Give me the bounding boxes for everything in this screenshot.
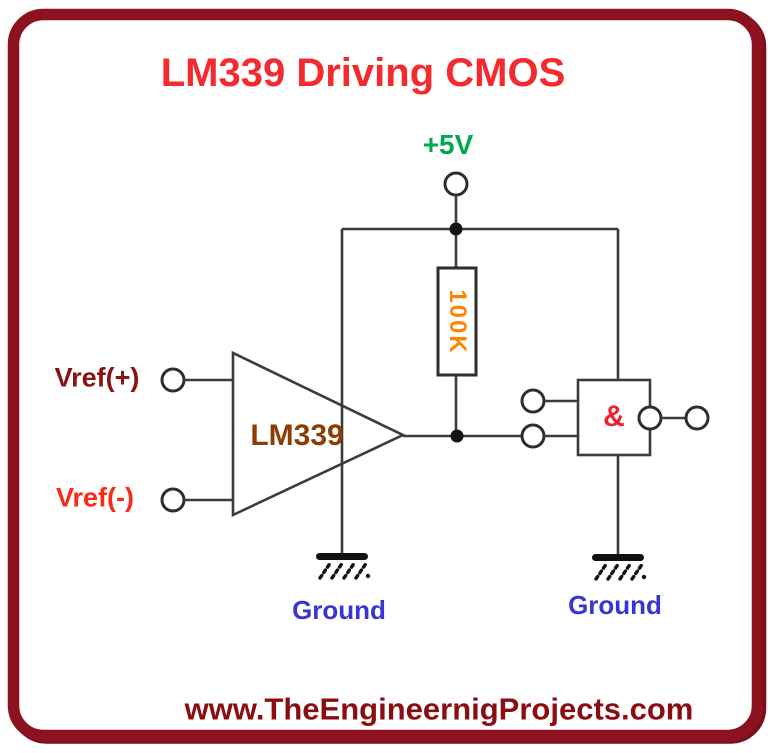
ground-label-right: Ground [568,590,662,620]
resistor-body [436,266,478,377]
vref-positive-label: Vref(+) [54,362,140,393]
gate-output-terminal-circle [684,405,710,431]
gate-input-bottom-circle [520,423,546,449]
website-footer: www.TheEngineernigProjects.com [184,691,694,727]
ground-bar [592,554,644,561]
resistor-value-label: 100K [444,289,471,355]
ground-hatch [594,561,645,581]
vref-positive-terminal-circle [160,367,186,393]
gate-input-top-circle [520,388,546,414]
ground-hatch-dot [641,574,647,580]
ground-symbol-left [316,553,371,580]
comparator-label: LM339 [250,419,344,452]
supply-voltage-label: +5V [422,129,474,160]
junction-dot-output [450,429,464,443]
vref-negative-label: Vref(-) [55,482,135,513]
ground-hatch [318,560,369,580]
frame-border [7,8,764,742]
vref-negative-terminal-circle [160,487,186,513]
supply-terminal-circle [443,171,469,197]
ground-hatch-dot [365,573,371,579]
junction-dot-top [449,222,463,236]
ground-symbol-right [592,554,647,581]
page-title: LM339 Driving CMOS [160,51,566,95]
comparator-triangle [231,350,407,518]
and-gate-symbol-label: & [603,400,625,433]
gate-output-bubble [637,405,663,431]
ground-label-left: Ground [292,595,386,625]
ground-bar [316,553,368,560]
